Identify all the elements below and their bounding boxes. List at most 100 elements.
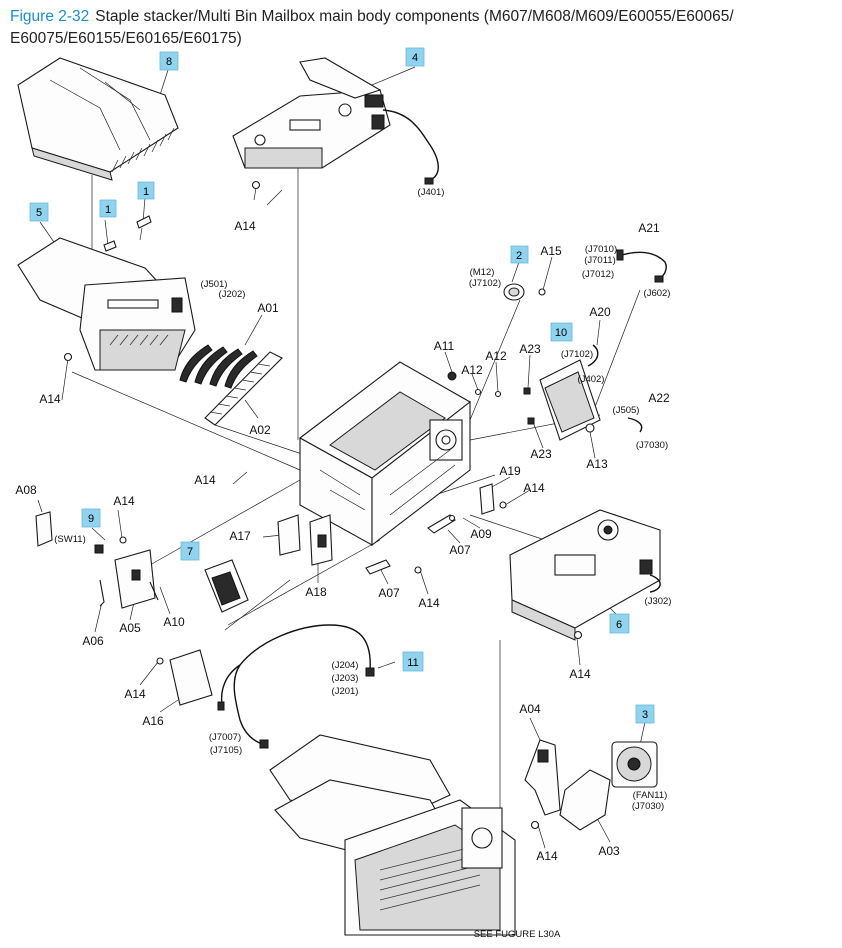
connector-j204: (J204)	[332, 660, 359, 671]
connector-labels: (J401) (J501) (J202) (M12) (J7102) (J701…	[54, 187, 671, 812]
callout-6: 6	[616, 619, 622, 631]
connector-j202: (J202)	[219, 289, 246, 300]
connector-j602: (J602)	[644, 288, 671, 299]
label-a13: A13	[586, 457, 608, 471]
callout-11: 11	[407, 657, 418, 669]
callout-5: 5	[36, 207, 42, 219]
label-a14-lower-mid: A14	[418, 596, 440, 610]
label-a06: A06	[82, 634, 104, 648]
label-a05: A05	[119, 621, 141, 635]
cable-a22	[627, 417, 643, 433]
label-a18: A18	[305, 585, 327, 599]
bracket-a17-a18	[277, 514, 333, 566]
label-a23-lower: A23	[530, 447, 552, 461]
stacker-lower	[269, 734, 540, 936]
fan-duct-a03	[559, 769, 611, 831]
label-a07-right: A07	[449, 543, 471, 557]
wire-harness-11	[217, 624, 375, 749]
small-brackets-a07-a09-a19	[365, 483, 507, 575]
screw-a14-top	[251, 180, 261, 201]
connector-sw11: (SW11)	[54, 534, 86, 545]
connector-j7102-board: (J7102)	[561, 349, 593, 360]
callout-1-upper: 1	[143, 186, 149, 198]
output-tray-upper	[17, 57, 179, 181]
connector-j201: (J201)	[332, 686, 359, 697]
fan-3	[611, 741, 658, 788]
see-figure-reference: SEE FUGURE L30A	[474, 929, 561, 940]
connector-j7010: (J7010)	[585, 244, 617, 255]
control-board-10	[539, 359, 601, 441]
callout-2: 2	[516, 250, 522, 262]
comb-rack-a02	[204, 351, 283, 426]
label-a17: A17	[229, 529, 251, 543]
connector-j7007: (J7007)	[209, 732, 241, 743]
connector-j7030-fan: (J7030)	[632, 801, 664, 812]
callout-3: 3	[642, 709, 648, 721]
figure-header: Figure 2-32 Staple stacker/Multi Bin Mail…	[10, 6, 836, 50]
drive-assembly-6	[509, 509, 661, 641]
connector-j302: (J302)	[645, 596, 672, 607]
label-a03: A03	[598, 844, 620, 858]
label-a14-top: A14	[234, 219, 256, 233]
motor-m12	[503, 283, 546, 301]
label-a10: A10	[163, 615, 185, 629]
connector-m12: (M12)	[470, 267, 495, 278]
connector-j402: (J402)	[578, 374, 605, 385]
label-a08: A08	[15, 483, 37, 497]
connector-j7102-motor: (J7102)	[469, 278, 501, 289]
callout-7: 7	[187, 546, 193, 558]
label-a14-bracket: A14	[124, 687, 146, 701]
label-a14-right: A14	[523, 481, 545, 495]
stacker-frame-left	[17, 237, 196, 371]
label-a11: A11	[434, 339, 455, 353]
callout-9: 9	[88, 513, 94, 525]
label-a01: A01	[257, 301, 279, 315]
callout-1-lower: 1	[105, 204, 111, 216]
figure-label: Figure 2-32	[10, 8, 90, 25]
figure-title-line2: E60075/E60155/E60165/E60175)	[10, 30, 242, 47]
clips-a23	[523, 387, 535, 425]
label-a02: A02	[249, 423, 271, 437]
label-a23-upper: A23	[519, 342, 541, 356]
callout-8: 8	[166, 56, 172, 68]
connector-j203: (J203)	[332, 673, 359, 684]
label-a14-body: A14	[194, 473, 216, 487]
label-a09: A09	[470, 527, 492, 541]
cable-a20	[587, 344, 599, 367]
label-a14-left: A14	[39, 392, 61, 406]
label-a19: A19	[499, 464, 521, 478]
switch-bracket-9	[35, 511, 159, 609]
callout-4: 4	[412, 52, 418, 64]
callout-badges: 8 4 1 1 5 2 10 9 7 6 11 3	[29, 47, 655, 724]
label-a21: A21	[638, 221, 660, 235]
connector-fan11: (FAN11)	[633, 790, 668, 801]
connector-j7105: (J7105)	[210, 745, 242, 756]
main-body-frame	[298, 361, 502, 547]
label-a20: A20	[589, 305, 611, 319]
label-a14-drive: A14	[569, 667, 591, 681]
label-a12-left: A12	[461, 363, 483, 377]
connector-j7030-board: (J7030)	[636, 440, 668, 451]
connector-j7011: (J7011)	[584, 255, 616, 266]
cable-a21	[616, 249, 667, 283]
upper-drive-assembly	[232, 57, 439, 185]
small-lever-parts	[103, 215, 152, 252]
label-a14-bottom: A14	[536, 849, 558, 863]
label-a22: A22	[648, 391, 670, 405]
label-a12-right: A12	[485, 349, 507, 363]
module-bracket-7	[156, 559, 249, 706]
guide-fingers-a01	[179, 344, 258, 389]
connector-j7012: (J7012)	[582, 269, 614, 280]
label-a04: A04	[519, 702, 541, 716]
callout-10: 10	[555, 327, 567, 339]
connector-j501: (J501)	[201, 279, 228, 290]
figure-title-line1: Staple stacker/Multi Bin Mailbox main bo…	[95, 8, 734, 25]
label-a14-switch: A14	[113, 494, 135, 508]
label-a16: A16	[142, 714, 164, 728]
bracket-a04	[524, 739, 561, 816]
connector-j505: (J505)	[613, 405, 640, 416]
label-a15: A15	[540, 244, 562, 258]
part-labels: A14 A01 A14 A02 A15 A21 A20 A11 A12 A12 …	[15, 219, 670, 863]
label-a07-lower: A07	[378, 586, 400, 600]
